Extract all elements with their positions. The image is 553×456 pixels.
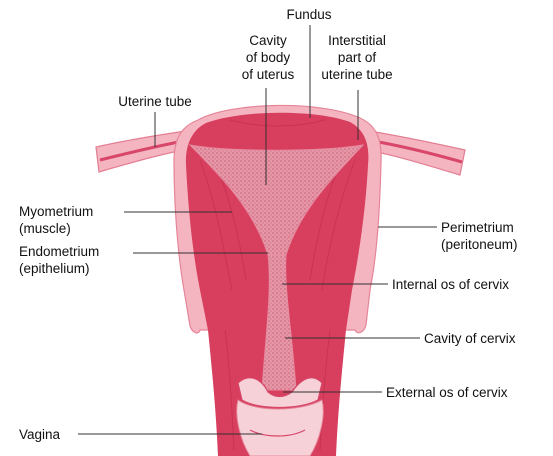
label-uterine-tube: Uterine tube xyxy=(118,94,192,109)
label-endometrium-line2: (epithelium) xyxy=(19,261,90,276)
label-cavity-body-line3: of uterus xyxy=(242,67,295,82)
label-interstitial-line3: uterine tube xyxy=(321,67,392,82)
label-vagina: Vagina xyxy=(19,427,61,442)
label-perimetrium-line1: Perimetrium xyxy=(441,220,514,235)
label-fundus: Fundus xyxy=(286,7,331,22)
label-internal-os: Internal os of cervix xyxy=(392,277,509,292)
label-external-os: External os of cervix xyxy=(386,385,508,400)
label-endometrium-line1: Endometrium xyxy=(19,244,99,259)
label-cavity-body-line2: of body xyxy=(246,50,291,65)
label-cavity-cervix: Cavity of cervix xyxy=(424,331,516,346)
label-perimetrium-line2: (peritoneum) xyxy=(441,237,518,252)
label-interstitial-line2: part of xyxy=(338,50,377,65)
label-interstitial-line1: Interstitial xyxy=(328,33,386,48)
label-myometrium-line1: Myometrium xyxy=(19,204,93,219)
label-cavity-body-line1: Cavity xyxy=(249,33,287,48)
label-myometrium-line2: (muscle) xyxy=(19,221,71,236)
